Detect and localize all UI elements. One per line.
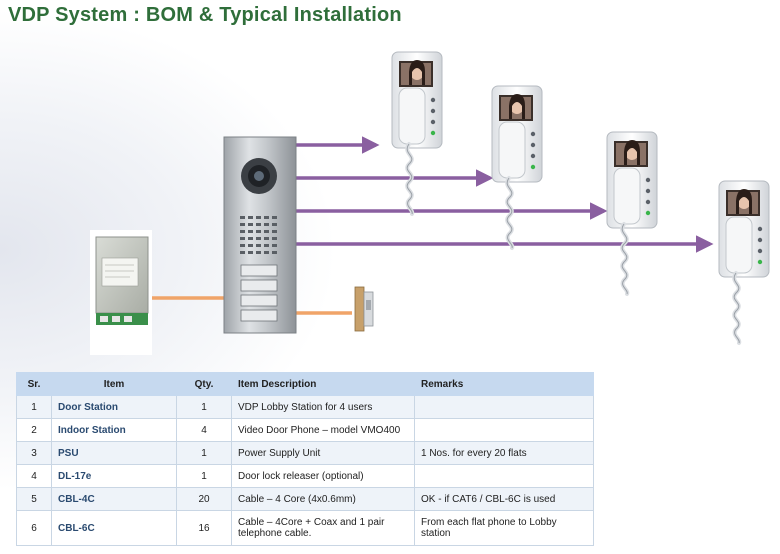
header-sr: Sr. bbox=[16, 372, 52, 396]
cell-sr: 1 bbox=[16, 395, 52, 419]
cell-item: Indoor Station bbox=[51, 418, 177, 442]
table-row: 6 CBL-6C 16 Cable – 4Core + Coax and 1 p… bbox=[16, 510, 594, 546]
header-qty: Qty. bbox=[176, 372, 232, 396]
cell-qty: 20 bbox=[176, 487, 232, 511]
cell-sr: 5 bbox=[16, 487, 52, 511]
call-button-3 bbox=[240, 294, 278, 307]
table-row: 3 PSU 1 Power Supply Unit 1 Nos. for eve… bbox=[16, 441, 594, 465]
cell-qty: 1 bbox=[176, 464, 232, 488]
cell-description: VDP Lobby Station for 4 users bbox=[231, 395, 415, 419]
cell-remarks bbox=[414, 395, 594, 419]
power-cables bbox=[150, 296, 352, 315]
table-row: 1 Door Station 1 VDP Lobby Station for 4… bbox=[16, 395, 594, 419]
cell-description: Cable – 4Core + Coax and 1 pair telephon… bbox=[231, 510, 415, 546]
cell-remarks bbox=[414, 464, 594, 488]
table-row: 2 Indoor Station 4 Video Door Phone – mo… bbox=[16, 418, 594, 442]
bom-table: Sr. Item Qty. Item Description Remarks 1… bbox=[16, 372, 594, 546]
cell-remarks: OK - if CAT6 / CBL-6C is used bbox=[414, 487, 594, 511]
cell-sr: 2 bbox=[16, 418, 52, 442]
page-title: VDP System : BOM & Typical Installation bbox=[8, 4, 402, 26]
header-item: Item bbox=[51, 372, 177, 396]
indoor-phone-3 bbox=[605, 130, 659, 296]
psu-device bbox=[90, 230, 152, 355]
call-button-2 bbox=[240, 279, 278, 292]
door-lock-releaser bbox=[352, 282, 376, 336]
table-header-row: Sr. Item Qty. Item Description Remarks bbox=[16, 372, 594, 396]
installation-diagram bbox=[90, 50, 771, 355]
cell-item: PSU bbox=[51, 441, 177, 465]
cell-remarks: From each flat phone to Lobby station bbox=[414, 510, 594, 546]
call-button-1 bbox=[240, 264, 278, 277]
cell-description: Door lock releaser (optional) bbox=[231, 464, 415, 488]
cell-qty: 1 bbox=[176, 441, 232, 465]
cell-description: Video Door Phone – model VMO400 bbox=[231, 418, 415, 442]
table-row: 4 DL-17e 1 Door lock releaser (optional) bbox=[16, 464, 594, 488]
indoor-phone-4 bbox=[717, 179, 771, 345]
cell-item: DL-17e bbox=[51, 464, 177, 488]
header-remarks: Remarks bbox=[414, 372, 594, 396]
cell-remarks: 1 Nos. for every 20 flats bbox=[414, 441, 594, 465]
header-description: Item Description bbox=[231, 372, 415, 396]
cell-sr: 4 bbox=[16, 464, 52, 488]
cell-item: CBL-6C bbox=[51, 510, 177, 546]
cell-qty: 4 bbox=[176, 418, 232, 442]
cell-remarks bbox=[414, 418, 594, 442]
indoor-phone-1 bbox=[390, 50, 444, 216]
call-button-4 bbox=[240, 309, 278, 322]
cell-item: CBL-4C bbox=[51, 487, 177, 511]
building-cables bbox=[296, 136, 714, 253]
cell-sr: 6 bbox=[16, 510, 52, 546]
cell-qty: 16 bbox=[176, 510, 232, 546]
indoor-phone-2 bbox=[490, 84, 544, 250]
cell-qty: 1 bbox=[176, 395, 232, 419]
cell-item: Door Station bbox=[51, 395, 177, 419]
cell-sr: 3 bbox=[16, 441, 52, 465]
cell-description: Cable – 4 Core (4x0.6mm) bbox=[231, 487, 415, 511]
table-row: 5 CBL-4C 20 Cable – 4 Core (4x0.6mm) OK … bbox=[16, 487, 594, 511]
cell-description: Power Supply Unit bbox=[231, 441, 415, 465]
door-station bbox=[223, 136, 297, 334]
